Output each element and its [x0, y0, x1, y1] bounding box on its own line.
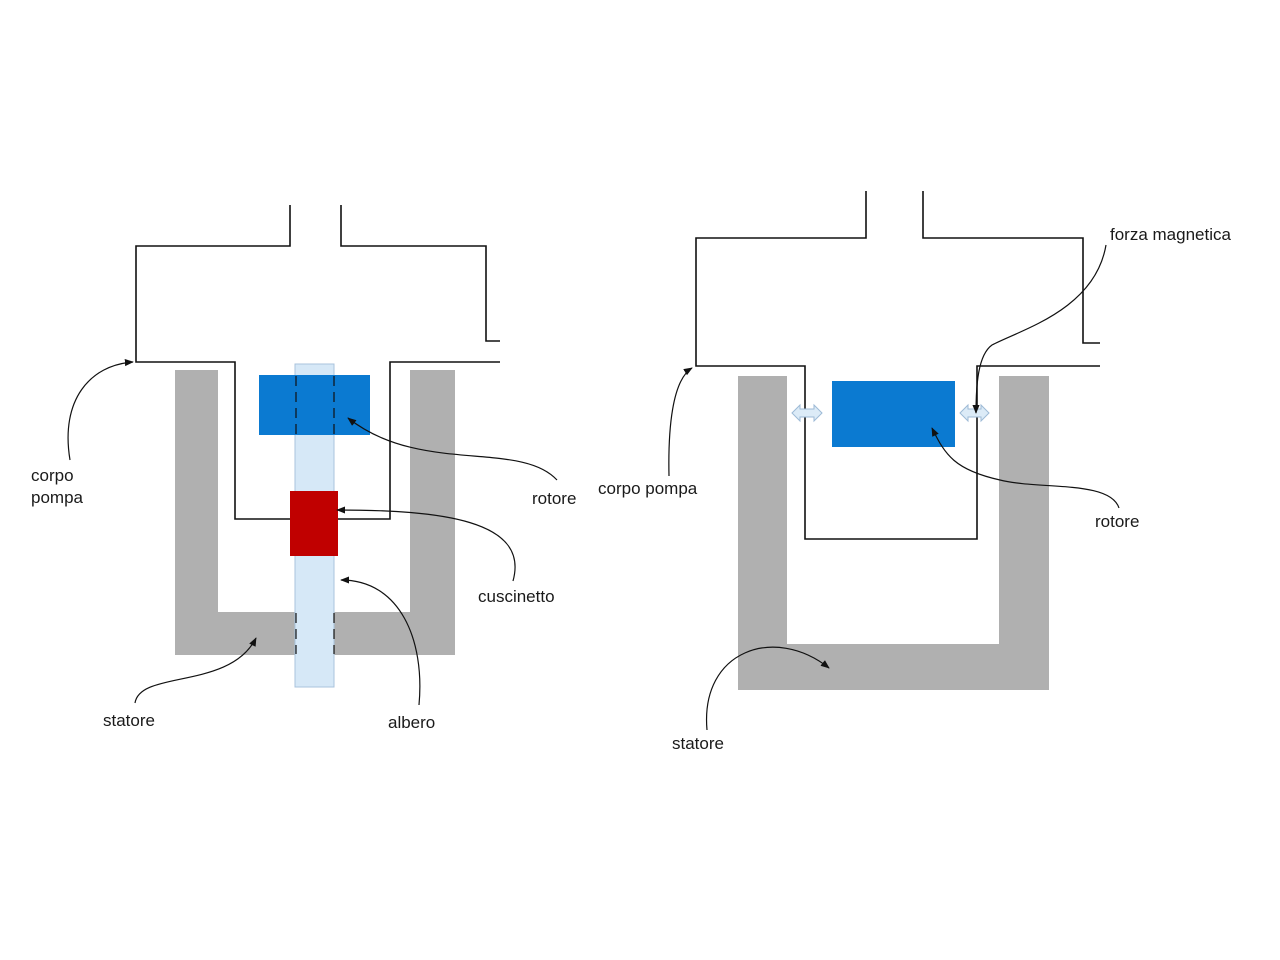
right-rotore-leader: [931, 427, 1120, 509]
left-pump-body-outlet: [340, 205, 500, 342]
left-rotore-label: rotore: [532, 489, 576, 508]
left-cuscinetto-label: cuscinetto: [478, 587, 555, 606]
right-corpo-pompa-label: corpo pompa: [598, 479, 698, 498]
left-cuscinetto-leader: [336, 506, 516, 582]
right-magnetic-force-arrow-right: [959, 403, 990, 423]
right-diagram: forza magnetica corpo pompa rotore stato…: [598, 191, 1231, 753]
left-statore-label: statore: [103, 711, 155, 730]
left-corpo-pompa-leader: [67, 358, 134, 461]
right-magnetic-force-arrow-left: [791, 403, 823, 423]
left-albero-leader: [340, 576, 421, 706]
left-rotore-leader: [347, 417, 558, 481]
left-stator: [175, 370, 455, 655]
right-pump-body-outlet: [922, 191, 1100, 344]
left-statore-leader: [134, 637, 257, 704]
right-corpo-pompa-leader: [668, 367, 693, 477]
left-rotor: [259, 375, 370, 435]
left-diagram: corpo pompa rotore cuscinetto statore al…: [31, 205, 576, 732]
left-bearing: [290, 491, 338, 556]
right-rotore-label: rotore: [1095, 512, 1139, 531]
right-stator: [738, 376, 1049, 690]
right-statore-label: statore: [672, 734, 724, 753]
left-corpo-pompa-label: pompa: [31, 488, 84, 507]
right-pump-body-outline: [695, 191, 1100, 540]
left-corpo-pompa-label: corpo: [31, 466, 74, 485]
right-forza-magnetica-leader: [972, 244, 1107, 414]
left-pump-body-outline: [135, 205, 500, 520]
left-albero-label: albero: [388, 713, 435, 732]
right-forza-magnetica-label: forza magnetica: [1110, 225, 1231, 244]
right-statore-leader: [706, 646, 830, 731]
